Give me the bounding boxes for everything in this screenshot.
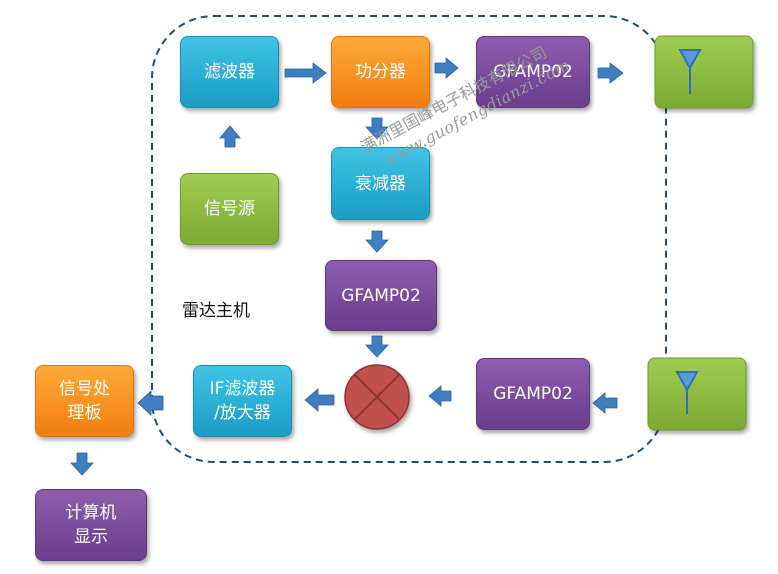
attenuator-block: 衰减器 xyxy=(331,147,430,220)
mid-amplifier-block: GFAMP02 xyxy=(325,260,437,331)
signal-source-block: 信号源 xyxy=(180,173,279,245)
if-filter-amplifier-block: IF滤波器 /放大器 xyxy=(193,365,292,437)
arrow-processor-to-computer xyxy=(70,452,94,476)
tx-antenna xyxy=(654,35,754,109)
computer-display-block: 计算机 显示 xyxy=(35,489,147,561)
radar-host-boundary xyxy=(151,15,667,463)
power-splitter-block: 功分器 xyxy=(331,36,430,108)
arrow-splitter-to-attenuator xyxy=(365,117,389,140)
filter-block: 滤波器 xyxy=(180,36,279,108)
arrow-amp-rx-to-mixer xyxy=(428,385,452,407)
tx-antenna-icon xyxy=(678,49,702,94)
rx-antenna-icon xyxy=(675,371,699,414)
signal-processing-board-block: 信号处 理板 xyxy=(35,365,134,437)
arrow-splitter-to-amp-tx xyxy=(434,57,459,79)
arrow-mixer-to-if xyxy=(304,388,335,412)
radar-host-label: 雷达主机 xyxy=(182,301,250,321)
arrow-attenuator-to-amp-mid xyxy=(365,230,389,253)
arrow-if-to-processor xyxy=(137,390,164,416)
arrow-filter-to-splitter xyxy=(284,62,327,84)
tx-amplifier-block: GFAMP02 xyxy=(476,36,590,108)
rx-amplifier-block: GFAMP02 xyxy=(476,358,590,430)
arrow-amp-mid-to-mixer xyxy=(365,335,389,358)
arrow-source-to-filter xyxy=(219,125,241,148)
rx-antenna xyxy=(647,357,747,431)
arrow-amp-tx-to-antenna xyxy=(597,62,624,84)
mixer xyxy=(344,364,410,430)
arrow-rx-antenna-to-amp-rx xyxy=(592,392,618,414)
